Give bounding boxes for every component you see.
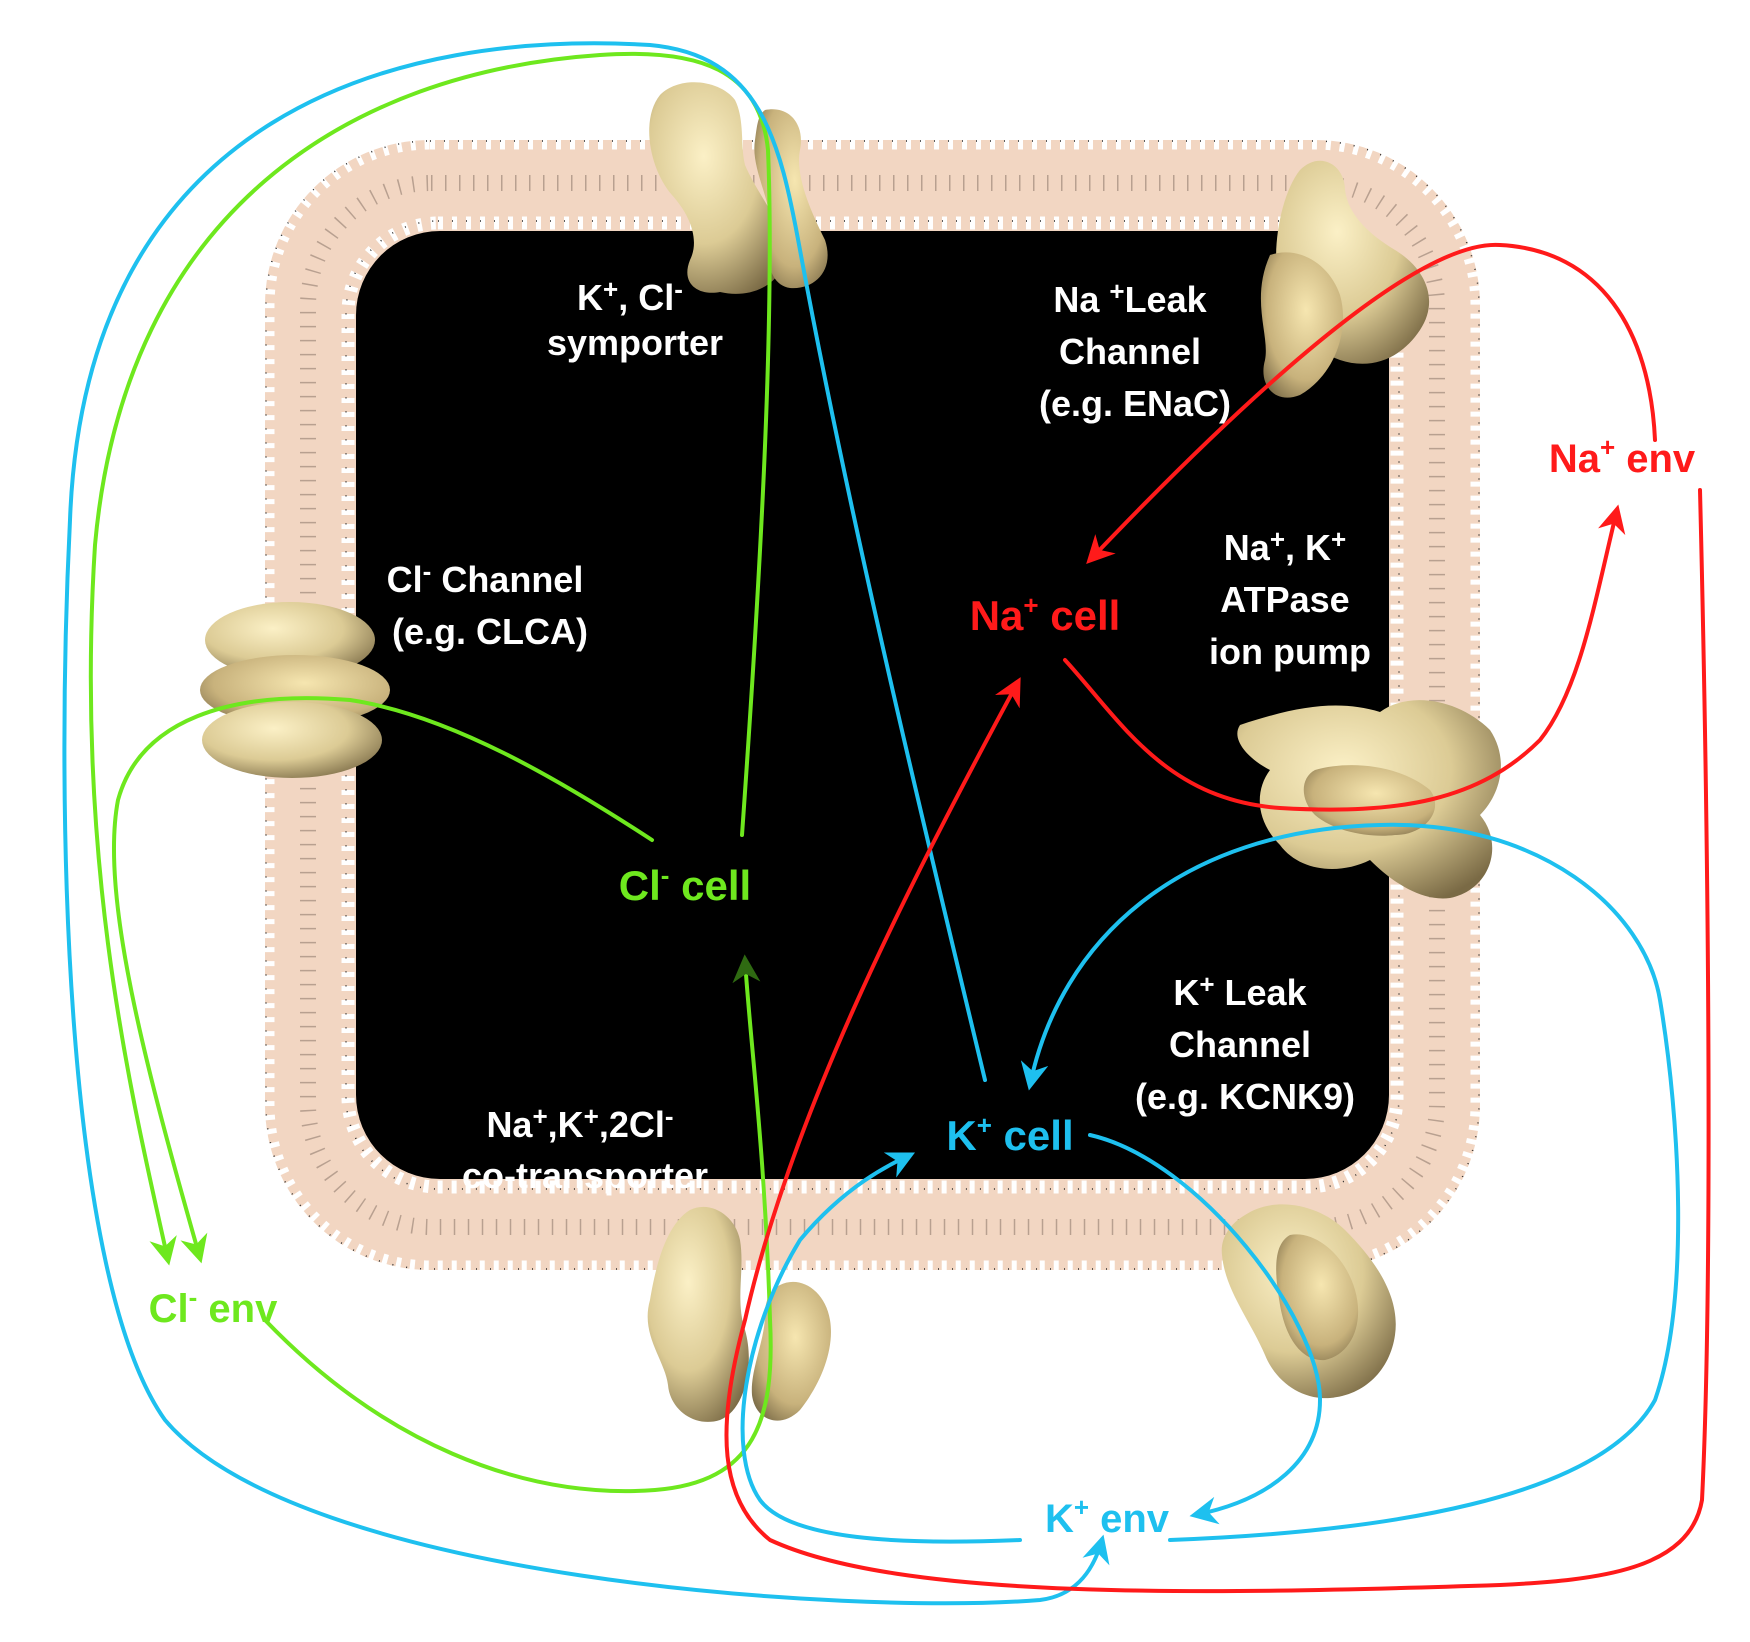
- cl-env-label: Cl- env: [149, 1282, 278, 1331]
- na-env-label: Na+ env: [1549, 432, 1696, 481]
- sodium-flux-lines: [724, 242, 1711, 1594]
- na-cell-label: Na+ cell: [970, 590, 1121, 639]
- na-enac-influx-line: [1086, 242, 1657, 565]
- k-leak-channel-label: K+ Leak Channel (e.g. KCNK9): [1135, 969, 1355, 1117]
- cl-cell-label: Cl- cell: [619, 860, 751, 909]
- na-nkcc-influx-line: [724, 488, 1711, 1594]
- potassium-flux-lines: [62, 41, 1681, 1606]
- cl-channel-efflux-line: [112, 696, 654, 1264]
- nkcc-cotransporter-label: Na+,K+,2Cl- co-transporter: [462, 1092, 708, 1196]
- k-nkcc-influx-line: [740, 1152, 1022, 1544]
- cytoplasm: [356, 231, 1389, 1179]
- kcl-symporter-label: K+, Cl- symporter: [547, 265, 723, 363]
- k-atpase-influx-line: [1020, 822, 1681, 1542]
- enac-channel-protein-icon: [1260, 160, 1430, 398]
- atpase-label: Na+, K+ ATPase ion pump: [1209, 515, 1371, 672]
- na-k-atpase-protein-icon: [1237, 700, 1501, 899]
- k-env-label: K+ env: [1045, 1492, 1170, 1541]
- k-symporter-efflux-line: [62, 41, 1110, 1606]
- k-cell-label: K+ cell: [946, 1110, 1073, 1159]
- na-atpase-efflux-line: [1063, 504, 1626, 812]
- cl-channel-label: Cl- Channel (e.g. CLCA): [387, 556, 594, 652]
- nkcc-cotransporter-protein-icon: [647, 1206, 831, 1422]
- k-leak-efflux-line: [1088, 1133, 1323, 1525]
- cl-symporter-efflux-line: [88, 51, 772, 1266]
- clca-channel-protein-icon: [200, 602, 390, 778]
- na-leak-channel-label: Na +Leak Channel (e.g. ENaC): [1039, 276, 1231, 424]
- kcnk9-channel-protein-icon: [1221, 1204, 1396, 1399]
